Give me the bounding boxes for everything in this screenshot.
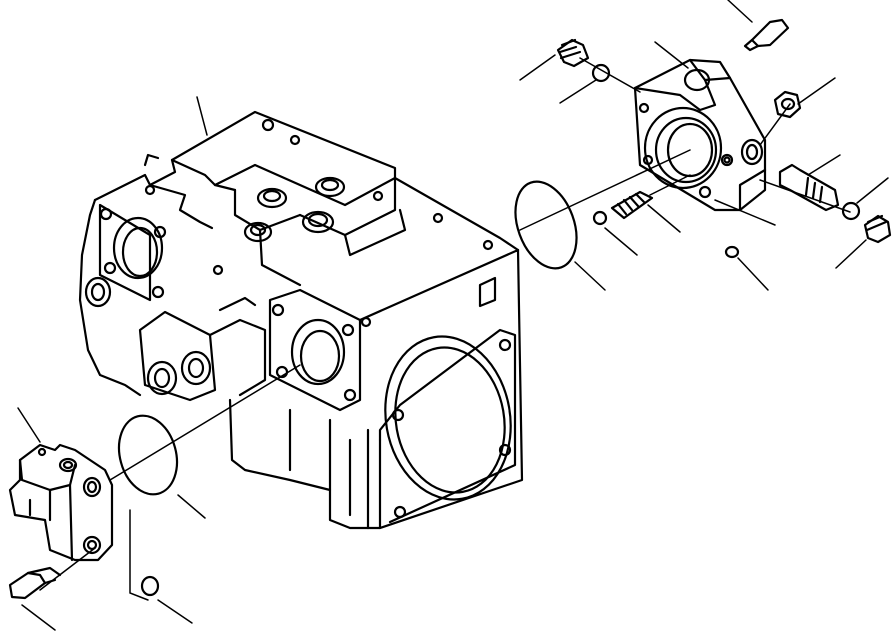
upper-o-ring-large	[514, 180, 578, 270]
right-plug	[863, 214, 892, 244]
small-o-ring-center	[592, 210, 608, 226]
upper-center-lines	[519, 57, 851, 231]
top-bolt	[743, 18, 790, 52]
o-ring-top-left	[591, 63, 611, 83]
adjust-screw	[778, 163, 840, 212]
lower-o-ring-large	[117, 414, 179, 496]
lower-o-ring-small	[140, 575, 160, 597]
lower-center-lines	[39, 364, 301, 601]
pump-case	[78, 110, 524, 530]
small-o-ring-bottom	[724, 245, 740, 259]
lower-valve-block	[8, 443, 114, 562]
nut	[773, 90, 802, 119]
leader-lines	[17, 0, 889, 631]
plug-top-left	[556, 38, 590, 68]
upper-valve-cover	[633, 58, 767, 212]
right-o-ring	[841, 201, 861, 221]
spring	[610, 190, 654, 220]
lower-bolt	[8, 566, 62, 600]
